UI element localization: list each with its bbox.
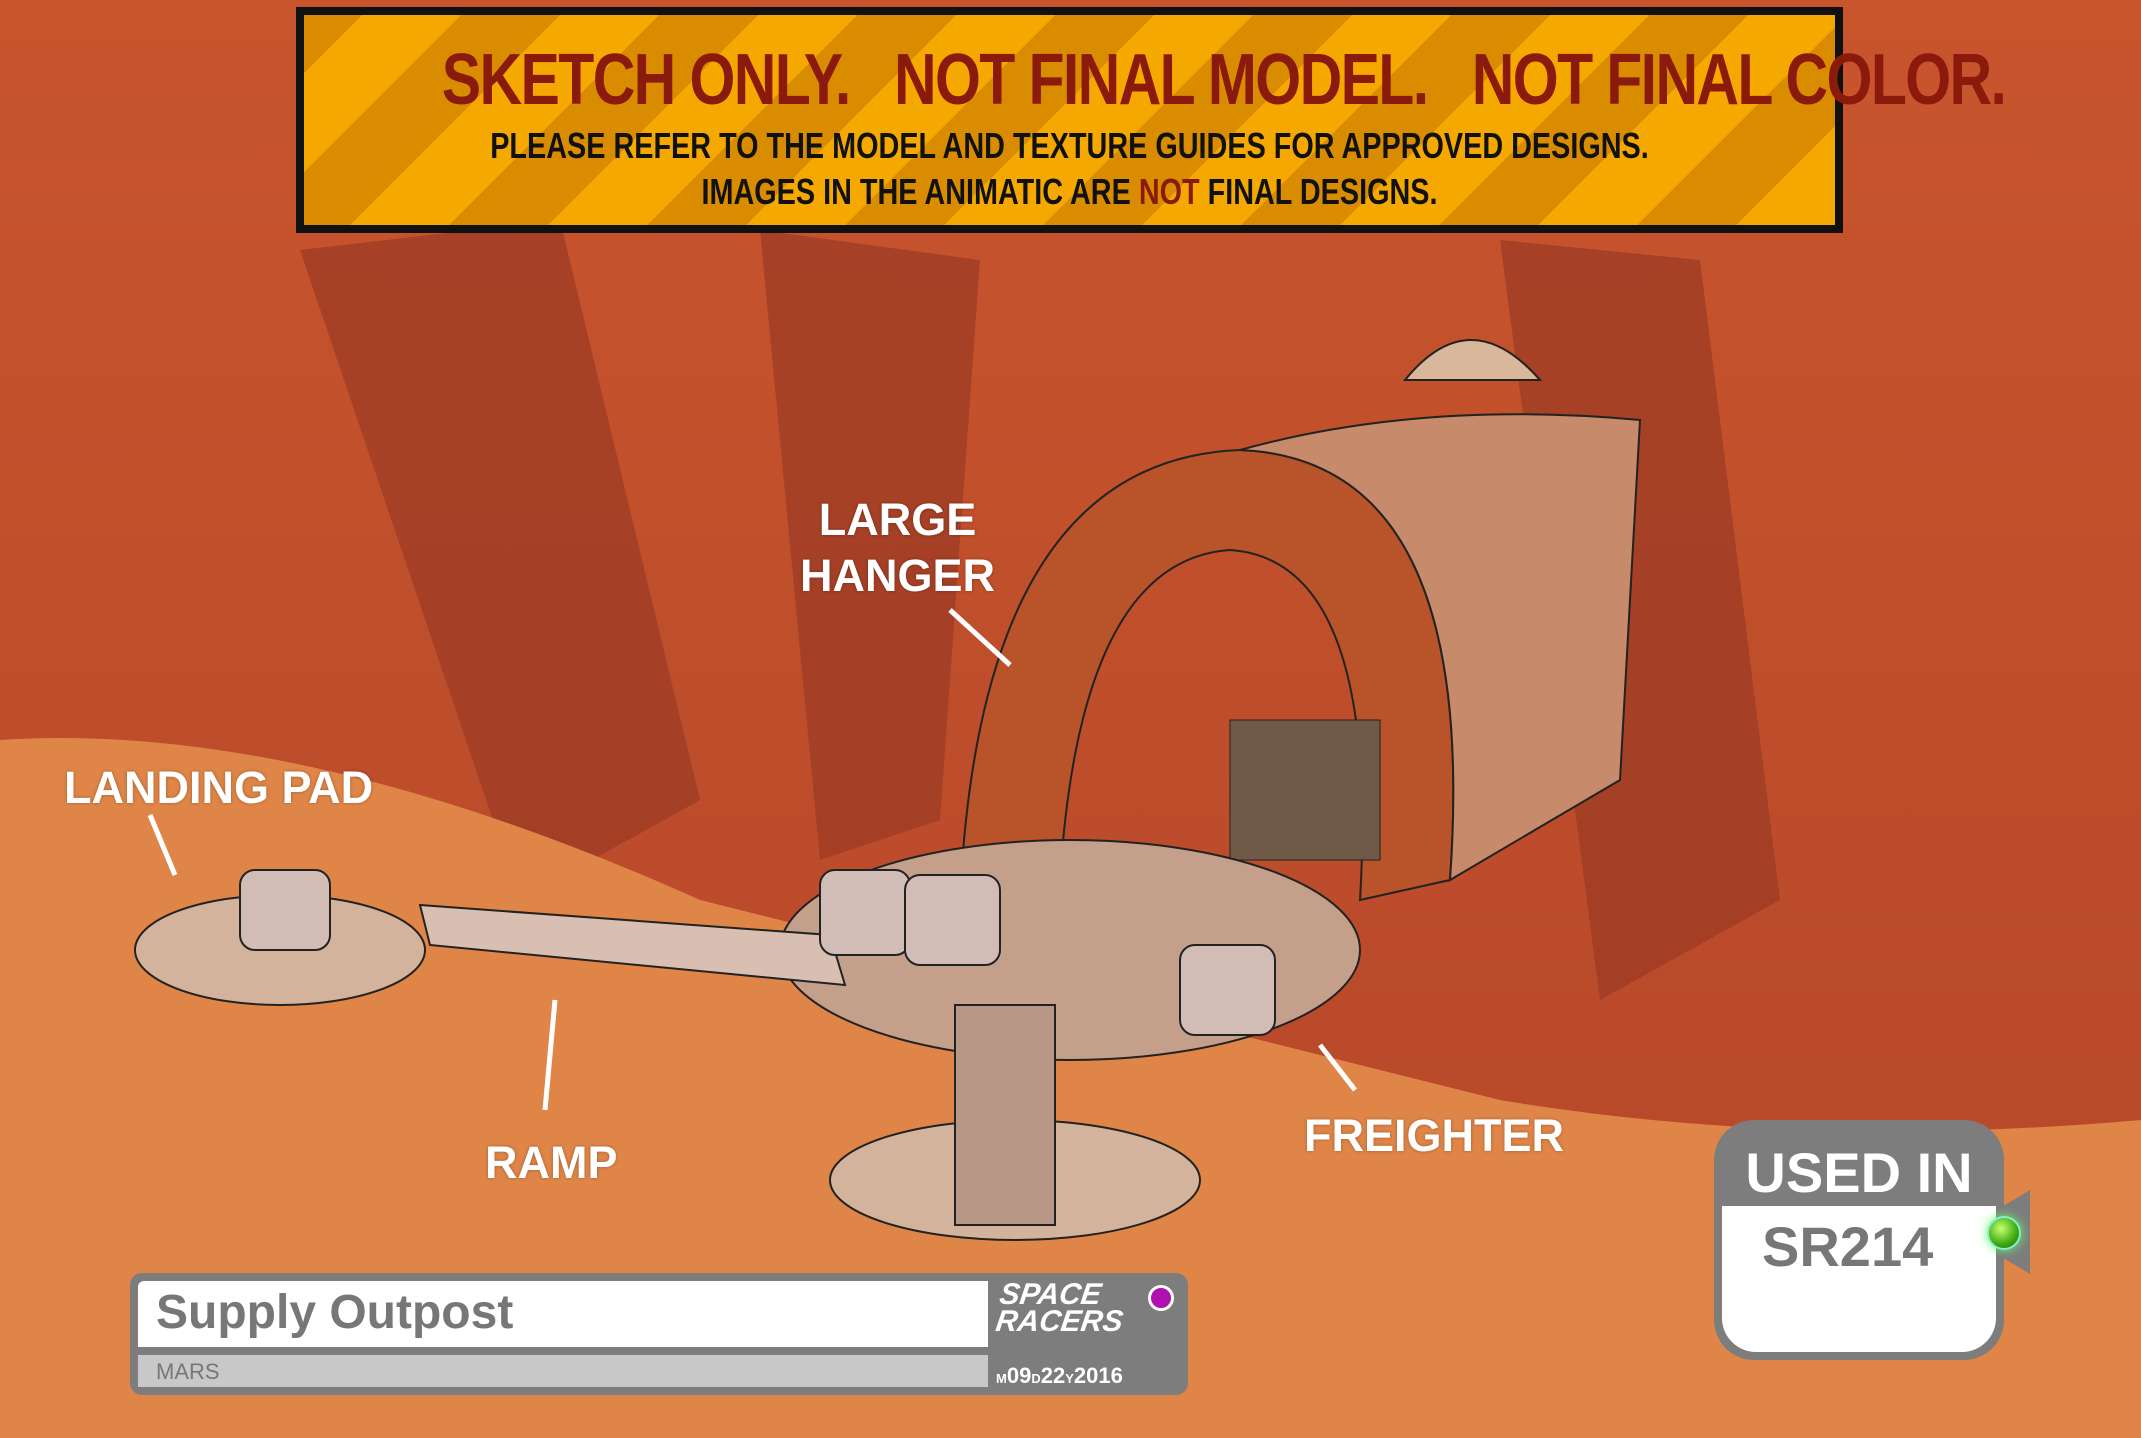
date-stamp: M09D22Y2016 <box>996 1363 1123 1389</box>
date-year: 2016 <box>1073 1363 1123 1388</box>
green-led-icon <box>1987 1216 2021 1250</box>
callout-ramp: RAMP <box>485 1137 618 1188</box>
callout-landing-pad: LANDING PAD <box>64 762 374 813</box>
used-in-episode: SR214 <box>1722 1206 1996 1352</box>
banner-line-2: PLEASE REFER TO THE MODEL AND TEXTURE GU… <box>490 125 1649 166</box>
banner-line-3-post: FINAL DESIGNS. <box>1199 171 1438 212</box>
stairs <box>954 1004 1056 1226</box>
sketch-warning-banner: SKETCH ONLY. NOT FINAL MODEL. NOT FINAL … <box>296 7 2007 233</box>
callout-freighter: FREIGHTER <box>1304 1110 1565 1161</box>
callout-large-hanger-line1: LARGE <box>818 494 977 545</box>
hangar-door <box>1229 719 1381 861</box>
callout-large-hanger: LARGE HANGER <box>800 492 995 605</box>
hangar-body <box>1239 413 1642 882</box>
logo-line1: SPACE <box>997 1278 1104 1311</box>
freighters <box>239 869 1276 1036</box>
scene-title: Supply Outpost <box>138 1281 988 1347</box>
scene-location: MARS <box>138 1355 988 1387</box>
banner-headline: SKETCH ONLY. NOT FINAL MODEL. NOT FINAL … <box>441 40 2007 120</box>
ramp <box>418 903 847 987</box>
date-day: 22 <box>1040 1363 1066 1388</box>
status-dot <box>1148 1285 1174 1311</box>
callout-arrows <box>147 608 1357 1111</box>
banner-not-emphasis: NOT <box>1138 171 1200 212</box>
date-month: 09 <box>1006 1363 1032 1388</box>
date-y-label: Y <box>1065 1371 1074 1386</box>
used-in-badge: USED IN SR214 <box>1714 1120 2004 1360</box>
banner-line-3: IMAGES IN THE ANIMATIC ARE NOT FINAL DES… <box>457 171 1682 213</box>
cliff-shadows <box>300 220 1780 1000</box>
dome <box>1402 339 1543 381</box>
date-m-label: M <box>996 1371 1007 1386</box>
date-d-label: D <box>1031 1371 1041 1386</box>
callout-large-hanger-line2: HANGER <box>800 550 996 602</box>
banner-line-3-pre: IMAGES IN THE ANIMATIC ARE <box>701 171 1139 212</box>
used-in-heading: USED IN <box>1745 1141 1973 1204</box>
logo-line2: RACERS <box>993 1305 1126 1338</box>
